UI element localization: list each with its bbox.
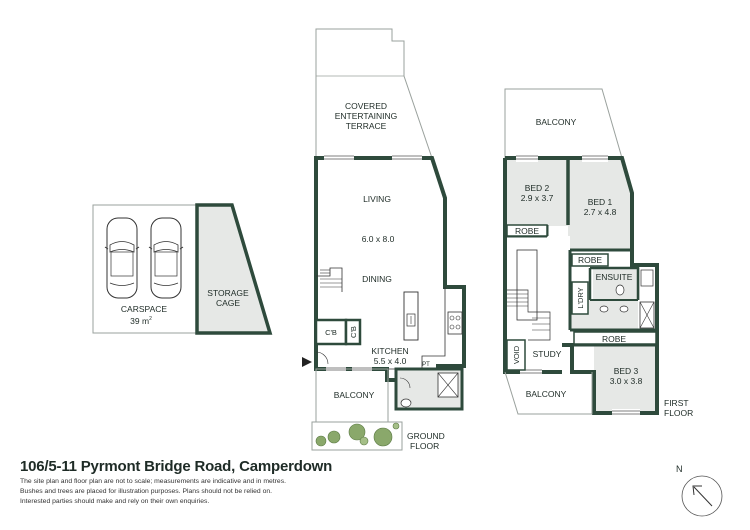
first-floor-label-2: FLOOR	[664, 408, 693, 418]
address-title: 106/5-11 Pyrmont Bridge Road, Camperdown	[20, 458, 333, 475]
ensuite-label: ENSUITE	[596, 272, 633, 282]
bed1-label: BED 1	[588, 197, 613, 207]
ground-balcony-label: BALCONY	[334, 390, 375, 400]
bed1-dims: 2.7 x 4.8	[584, 207, 617, 217]
storage-label-1: STORAGE	[207, 288, 249, 298]
terrace-label-2: ENTERTAINING	[335, 111, 398, 121]
pantry-label: PT	[422, 362, 430, 368]
car-icon	[148, 217, 184, 299]
cupboard-label-2: C'B	[349, 326, 358, 338]
robe-bed2-label: ROBE	[515, 226, 539, 236]
terrace-label-1: COVERED	[345, 101, 387, 111]
stairs-icon	[507, 249, 551, 341]
car-icon	[104, 217, 140, 299]
compass-north-label: N	[676, 464, 683, 474]
kitchen-label: KITCHEN	[371, 346, 408, 356]
balcony-top-label: BALCONY	[536, 117, 577, 127]
void-label: VOID	[512, 345, 521, 364]
carspace-area: CARSPACE 39 m2 STORAGE CAGE	[92, 203, 273, 335]
ground-floor-plan: COVERED ENTERTAINING TERRACE LIVING 6.0 …	[302, 28, 466, 451]
balcony-bottom-label: BALCONY	[526, 389, 567, 399]
robe-bed3-label: ROBE	[602, 334, 626, 344]
robe-bed1-label: ROBE	[578, 255, 602, 265]
living-dims: 6.0 x 8.0	[362, 234, 395, 244]
bed3-dims: 3.0 x 3.8	[610, 376, 643, 386]
disclaimer-line-3: Interested parties should make and rely …	[20, 498, 210, 505]
bed3-label: BED 3	[614, 366, 639, 376]
tree-icon	[315, 422, 400, 447]
kitchen-dims: 5.5 x 4.0	[374, 356, 407, 366]
carspace-area-value: 39 m	[130, 316, 149, 326]
svg-text:39 m2: 39 m2	[130, 316, 152, 326]
cupboard-label-1: C'B	[325, 328, 337, 337]
disclaimer-line-2: Bushes and trees are placed for illustra…	[20, 488, 273, 495]
compass-icon	[681, 475, 723, 517]
storage-label-2: CAGE	[216, 298, 240, 308]
bed2-dims: 2.9 x 3.7	[521, 193, 554, 203]
terrace-label-3: TERRACE	[346, 121, 387, 131]
bed2-label: BED 2	[525, 183, 550, 193]
living-label: LIVING	[363, 194, 391, 204]
disclaimer-line-1: The site plan and floor plan are not to …	[20, 478, 286, 485]
laundry-label: L'DRY	[576, 287, 585, 308]
ground-floor-label-2: FLOOR	[410, 441, 439, 451]
stairs-icon	[316, 267, 343, 292]
first-floor-label-1: FIRST	[664, 398, 689, 408]
carspace-label: CARSPACE	[121, 304, 167, 314]
study-label: STUDY	[533, 349, 562, 359]
first-floor-plan: BALCONY BED 2 2.9 x 3.7 BED 1 2.7 x 4.8 …	[503, 88, 693, 418]
ground-floor-label-1: GROUND	[407, 431, 445, 441]
carspace-area-sup: 2	[149, 316, 152, 322]
entry-arrow-icon	[302, 351, 329, 367]
dining-label: DINING	[362, 274, 392, 284]
